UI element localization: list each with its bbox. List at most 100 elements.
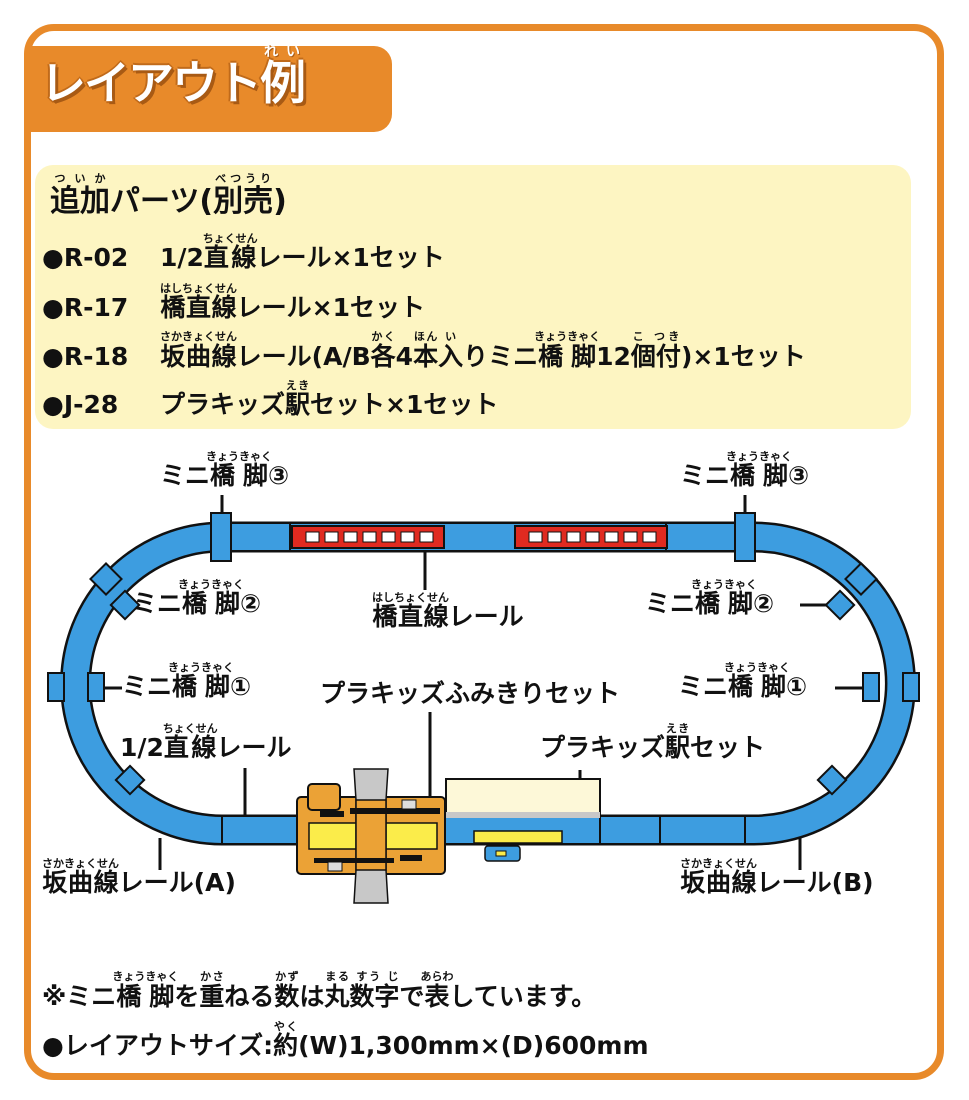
text-segment: ミニ bbox=[645, 589, 696, 618]
label-mini-pier-3-left: ミニ橋脚きょうきゃく③ bbox=[160, 450, 289, 490]
label-crossing-set: プラキッズふみきりセット bbox=[320, 680, 620, 708]
ruby-text: 本ほん bbox=[413, 330, 439, 371]
track-loop bbox=[62, 524, 914, 843]
station-edge bbox=[446, 812, 600, 818]
furigana: かさ bbox=[199, 970, 225, 983]
text-segment: ② bbox=[753, 589, 775, 618]
furigana: かず bbox=[274, 970, 300, 983]
ruby-text: 坂曲線さかきょくせん bbox=[42, 857, 119, 897]
ruby-text: 直線ちょくせん bbox=[202, 232, 258, 272]
text-segment: (W)1,300mm×(D)600mm bbox=[298, 1031, 649, 1060]
text-segment: 1/2 bbox=[160, 243, 204, 272]
furigana: きょうきゃく bbox=[112, 970, 179, 983]
ruby-text: 坂曲線さかきょくせん bbox=[680, 857, 757, 897]
ruby-text: 数かず bbox=[274, 970, 300, 1011]
bridge-window bbox=[305, 531, 320, 543]
bridge-window bbox=[381, 531, 396, 543]
text-segment: ミニ bbox=[132, 589, 183, 618]
label-station-set: プラキッズ駅えきセット bbox=[540, 722, 765, 762]
text-segment: ●レイアウトサイズ: bbox=[42, 1031, 274, 1060]
furigana: きょうきゃく bbox=[691, 578, 758, 591]
label-slope-curve-b: 坂曲線さかきょくせんレール(B) bbox=[680, 857, 874, 897]
bridge-window bbox=[419, 531, 434, 543]
label-mini-pier-1-left: ミニ橋脚きょうきゃく① bbox=[122, 661, 251, 701]
part-description: 1/2直線ちょくせんレール×1セット bbox=[160, 232, 445, 272]
station-building bbox=[445, 778, 601, 818]
furigana: きょうきゃく bbox=[168, 661, 235, 674]
text-segment: ① bbox=[786, 672, 808, 701]
bridge-window bbox=[566, 531, 581, 543]
label-mini-pier-2-right: ミニ橋脚きょうきゃく② bbox=[645, 578, 774, 618]
ruby-text: 橋脚きょうきゃく bbox=[178, 578, 245, 618]
text-segment: 4 bbox=[395, 342, 414, 371]
furigana: さかきょくせん bbox=[160, 330, 237, 343]
text-segment: レール×1セット bbox=[256, 243, 445, 272]
railroad-crossing bbox=[296, 768, 446, 904]
header-tab bbox=[27, 46, 392, 132]
bridge-window bbox=[642, 531, 657, 543]
ruby-text: 表あらわ bbox=[420, 970, 454, 1011]
label-mini-pier-1-right: ミニ橋脚きょうきゃく① bbox=[678, 661, 807, 701]
furigana: きょうきゃく bbox=[726, 450, 793, 463]
text-segment: 12 bbox=[596, 342, 631, 371]
ruby-text: 橋脚きょうきゃく bbox=[691, 578, 758, 618]
furigana: やく bbox=[273, 1020, 299, 1033]
ruby-text: 橋脚きょうきゃく bbox=[112, 970, 179, 1011]
bridge-window bbox=[623, 531, 638, 543]
label-mini-pier-2-left: ミニ橋脚きょうきゃく② bbox=[132, 578, 261, 618]
text-segment: ) bbox=[273, 184, 287, 219]
bridge-window bbox=[547, 531, 562, 543]
part-description: 橋直線はしちょくせんレール×1セット bbox=[160, 282, 425, 322]
furigana: さかきょくせん bbox=[42, 857, 119, 870]
ruby-text: 約やく bbox=[273, 1020, 299, 1060]
furigana: ちょくせん bbox=[202, 232, 258, 245]
text-segment: ミニ bbox=[122, 672, 173, 701]
text-segment: りミニ bbox=[463, 342, 539, 371]
furigana: きょうきゃく bbox=[724, 661, 791, 674]
page-title: レイアウト例れい bbox=[40, 44, 306, 113]
text-segment: ミニ bbox=[680, 461, 731, 490]
bridge-windows bbox=[305, 531, 657, 543]
furigana: はしちょくせん bbox=[372, 591, 449, 604]
part-description: プラキッズ駅えきセット×1セット bbox=[160, 379, 499, 419]
additional-parts-panel bbox=[35, 165, 911, 429]
ruby-text: 例れい bbox=[260, 44, 306, 110]
bridge-window bbox=[343, 531, 358, 543]
ruby-text: 別売べつうり bbox=[213, 172, 274, 219]
station-platform bbox=[473, 830, 563, 844]
ruby-text: 橋脚きょうきゃく bbox=[534, 330, 601, 371]
ruby-text: 橋直線はしちょくせん bbox=[372, 591, 449, 631]
label-half-straight-rail: 1/2直線ちょくせんレール bbox=[120, 722, 291, 762]
ruby-text: 重かさ bbox=[199, 970, 225, 1011]
pier-note: ※ミニ橋脚きょうきゃくを重かさねる数かずは丸数字まる すう じで表あらわしていま… bbox=[42, 970, 596, 1013]
text-segment: で bbox=[399, 982, 425, 1011]
furigana: こ つき bbox=[630, 330, 681, 343]
furigana: ちょくせん bbox=[162, 722, 218, 735]
furigana: ついか bbox=[50, 172, 110, 185]
furigana: えき bbox=[665, 722, 691, 735]
part-code: ●R-17 bbox=[42, 293, 129, 322]
ruby-text: 駅えき bbox=[665, 722, 691, 762]
ruby-text: 橋直線はしちょくせん bbox=[160, 282, 237, 322]
text-segment: レール(B) bbox=[756, 868, 874, 897]
ruby-text: 追加ついか bbox=[50, 172, 110, 219]
text-segment: セット×1セット bbox=[310, 390, 499, 419]
bridge-window bbox=[362, 531, 377, 543]
ruby-text: 直線ちょくせん bbox=[162, 722, 218, 762]
text-segment: ① bbox=[230, 672, 252, 701]
ruby-text: 橋脚きょうきゃく bbox=[168, 661, 235, 701]
text-segment: しています。 bbox=[449, 982, 597, 1011]
text-segment: 1/2 bbox=[120, 733, 164, 762]
ruby-text: 橋脚きょうきゃく bbox=[724, 661, 791, 701]
text-segment: )×1セット bbox=[680, 342, 806, 371]
text-segment: ミニ bbox=[678, 672, 729, 701]
ruby-text: 橋脚きょうきゃく bbox=[206, 450, 273, 490]
furigana: きょうきゃく bbox=[178, 578, 245, 591]
furigana: かく bbox=[370, 330, 396, 343]
furigana: さかきょくせん bbox=[680, 857, 757, 870]
mini-piers bbox=[47, 512, 920, 796]
text-segment: プラキッズ bbox=[160, 390, 286, 419]
